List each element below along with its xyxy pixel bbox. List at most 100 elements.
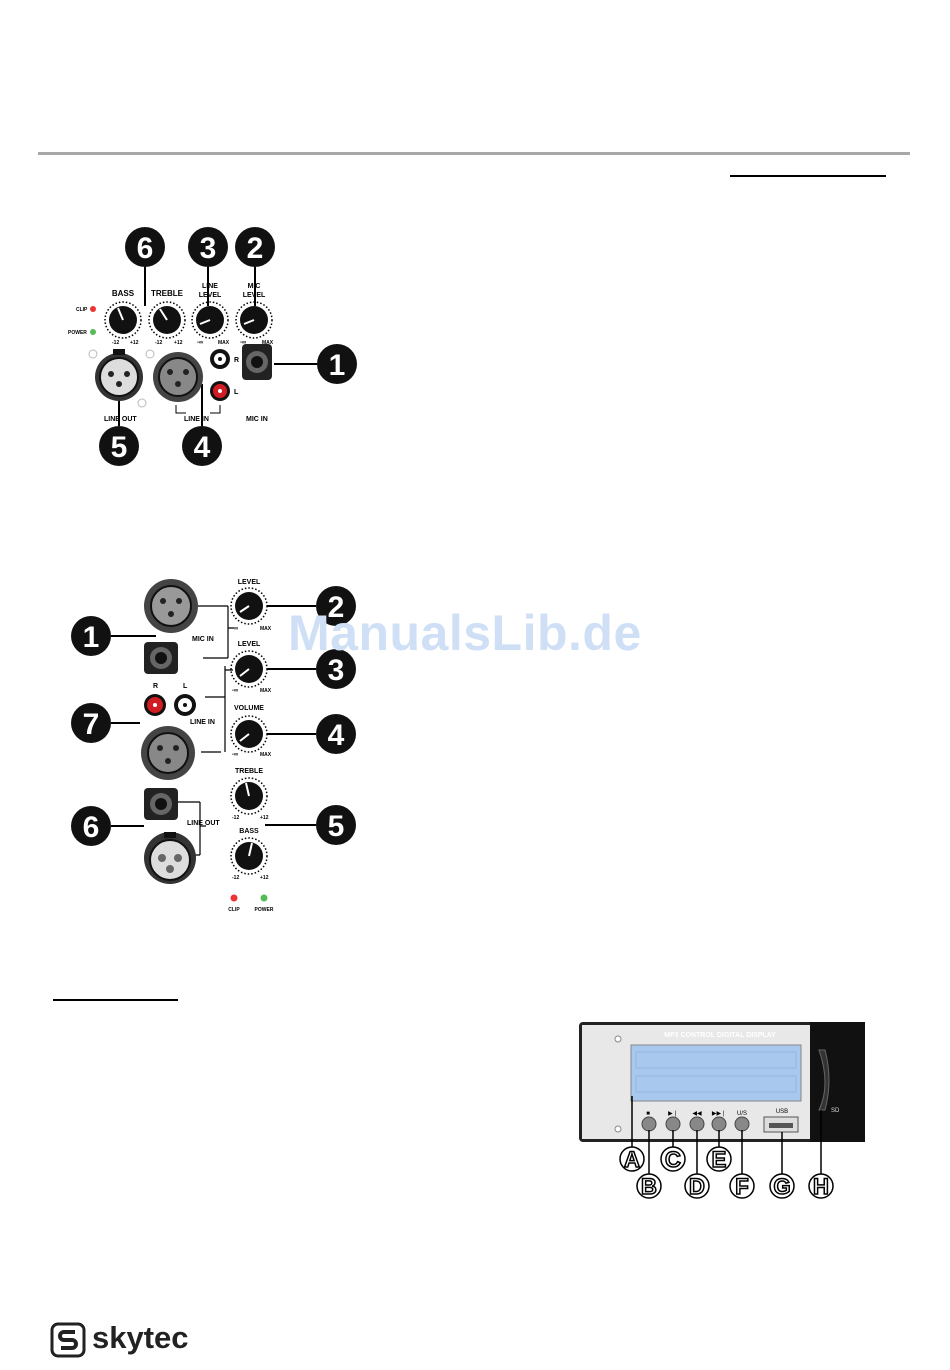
svg-text:6: 6 — [83, 811, 100, 844]
callout-1: 1 — [317, 344, 357, 384]
callout-2: 2 — [235, 227, 275, 267]
treble-label: TREBLE — [151, 289, 184, 298]
mic-in-jack — [144, 642, 178, 674]
callout-3: 3 — [316, 649, 356, 689]
svg-text:U/S: U/S — [737, 1111, 747, 1117]
heading-underline-left — [53, 999, 178, 1001]
svg-text:D: D — [689, 1174, 705, 1199]
knob-treble — [230, 777, 268, 815]
xlr-line-out-jack — [95, 349, 143, 401]
mic-in-label: MIC IN — [192, 636, 214, 643]
svg-text:+12: +12 — [260, 815, 269, 821]
callout-5: 5 — [316, 805, 356, 845]
svg-text:R: R — [153, 683, 158, 690]
line-level-label: LINE — [202, 283, 218, 290]
svg-text:-12: -12 — [232, 815, 239, 821]
svg-text:4: 4 — [328, 719, 345, 752]
svg-text:3: 3 — [200, 232, 217, 265]
xlr-line-in-jack — [153, 352, 203, 402]
svg-text:4: 4 — [194, 431, 211, 464]
svg-text:LEVEL: LEVEL — [238, 579, 261, 586]
rca-l-jack — [210, 381, 230, 401]
svg-text:+12: +12 — [174, 340, 183, 346]
svg-text:F: F — [735, 1174, 748, 1199]
knob-line-level — [230, 650, 268, 688]
svg-text:LEVEL: LEVEL — [238, 641, 261, 648]
svg-text:A: A — [624, 1147, 640, 1172]
clip-led — [90, 306, 96, 312]
svg-text:MAX: MAX — [262, 340, 274, 346]
sd-card-slot — [818, 1049, 830, 1111]
svg-text:2: 2 — [247, 232, 264, 265]
svg-text:MAX: MAX — [218, 340, 230, 346]
callout-7: 7 — [71, 703, 111, 743]
svg-text:B: B — [641, 1174, 657, 1199]
callout-g: G — [769, 1173, 795, 1200]
svg-text:7: 7 — [83, 708, 100, 741]
callout-a: A — [619, 1146, 645, 1173]
power-led-label: POWER — [68, 330, 87, 336]
svg-text:1: 1 — [83, 621, 100, 654]
svg-text:CLIP: CLIP — [228, 907, 240, 913]
svg-text:G: G — [773, 1174, 790, 1199]
line-in-label: LINE IN — [190, 719, 215, 726]
callout-1: 1 — [71, 616, 111, 656]
svg-text:5: 5 — [328, 810, 345, 843]
callout-b: B — [636, 1173, 662, 1200]
svg-text:-∞: -∞ — [232, 688, 238, 694]
rear-panel-2-diagram: 1 2 3 4 5 7 6 MIC IN R L LINE IN — [71, 579, 356, 913]
next-button — [711, 1116, 727, 1132]
svg-text:TREBLE: TREBLE — [235, 768, 263, 775]
svg-text:+12: +12 — [260, 875, 269, 881]
svg-text:SD: SD — [831, 1108, 840, 1114]
rca-r-jack — [210, 349, 230, 369]
svg-text:LEVEL: LEVEL — [243, 292, 266, 299]
line-out-label: LINE OUT — [187, 820, 220, 827]
svg-text:LEVEL: LEVEL — [199, 292, 222, 299]
line-out-label: LINE OUT — [104, 416, 137, 423]
svg-text:MAX: MAX — [260, 688, 272, 694]
callout-4: 4 — [316, 714, 356, 754]
svg-text:3: 3 — [328, 654, 345, 687]
usb-sd-button — [734, 1116, 750, 1132]
heading-underline-right — [730, 175, 886, 177]
power-led — [260, 894, 268, 902]
xlr-line-in-jack — [141, 726, 195, 780]
xlr-mic-in-jack — [144, 579, 198, 633]
svg-text:+12: +12 — [130, 340, 139, 346]
callout-e: E — [706, 1146, 732, 1173]
callout-6: 6 — [125, 227, 165, 267]
power-led — [90, 329, 96, 335]
line-in-label: LINE IN — [184, 416, 209, 423]
rca-r-jack — [144, 694, 166, 716]
header-rule — [38, 152, 910, 155]
mic-in-label: MIC IN — [246, 416, 268, 423]
svg-text:6: 6 — [137, 232, 154, 265]
svg-text:-∞: -∞ — [197, 340, 203, 346]
mp3-title: MP3 CONTROL DIGITAL DISPLAY — [664, 1032, 776, 1039]
callout-3: 3 — [188, 227, 228, 267]
svg-text:1: 1 — [329, 349, 346, 382]
svg-text:MAX: MAX — [260, 626, 272, 632]
clip-led-label: CLIP — [76, 307, 88, 313]
svg-text:5: 5 — [111, 431, 128, 464]
svg-text:-12: -12 — [112, 340, 119, 346]
rear-panel-1-diagram: 6 3 2 1 5 4 BASS TREBLE LINE LEVEL MIC L… — [68, 227, 357, 466]
svg-text:-∞: -∞ — [232, 626, 238, 632]
callout-6: 6 — [71, 806, 111, 846]
callout-h: H — [808, 1173, 834, 1200]
svg-text:2: 2 — [328, 591, 345, 624]
lcd-display — [630, 1044, 802, 1102]
play-pause-button — [665, 1116, 681, 1132]
svg-text:L: L — [234, 389, 239, 396]
svg-text:-12: -12 — [232, 875, 239, 881]
mp3-module-diagram: MP3 CONTROL DIGITAL DISPLAY ■ ▶❘ ◀◀ ▶▶❘ … — [579, 1022, 865, 1200]
svg-text:-∞: -∞ — [232, 752, 238, 758]
skytec-logo-icon — [50, 1322, 86, 1358]
brand-name: skytec — [92, 1320, 189, 1355]
mic-in-jack — [242, 344, 272, 380]
svg-text:VOLUME: VOLUME — [234, 705, 264, 712]
line-out-jack — [144, 788, 178, 820]
knob-volume — [230, 715, 268, 753]
svg-text:▶▶❘: ▶▶❘ — [712, 1110, 726, 1117]
